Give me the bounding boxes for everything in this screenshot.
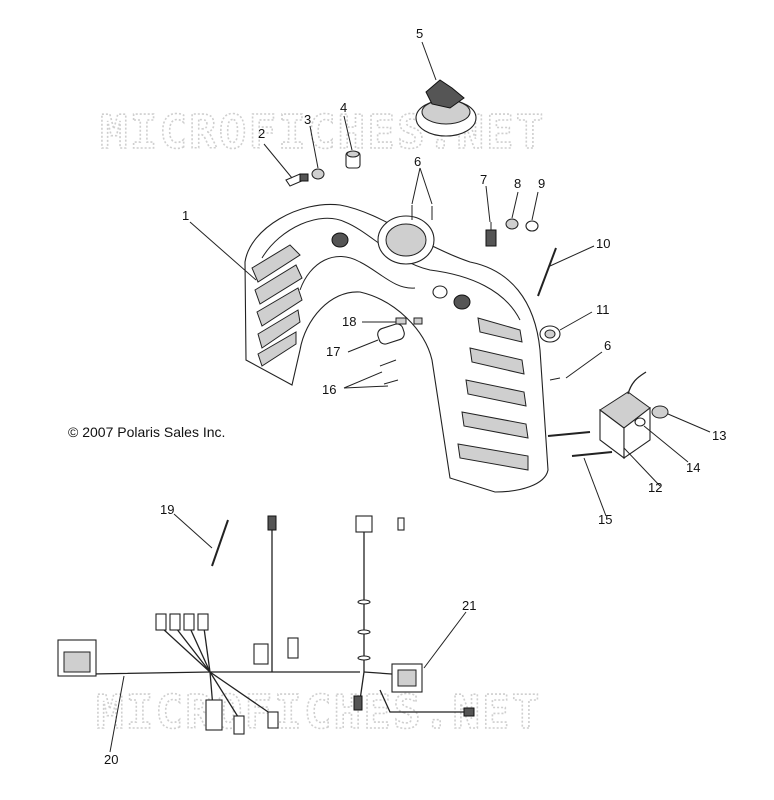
callout-2: 2 (258, 126, 265, 141)
callout-labels: 1 2 3 4 5 6 7 8 9 10 11 6 12 13 14 15 16… (104, 26, 726, 767)
callout-9: 9 (538, 176, 545, 191)
screw (383, 379, 399, 385)
cable-tie-lower (211, 519, 229, 567)
left-vent (251, 244, 303, 367)
toggle-switch (485, 222, 497, 247)
wire-harness (57, 515, 475, 735)
callout-3: 3 (304, 112, 311, 127)
callout-18: 18 (342, 314, 356, 329)
watermark-top: MICROFICHES.NET (100, 105, 545, 159)
callout-12: 12 (648, 480, 662, 495)
console-housing (244, 203, 549, 493)
bolt (547, 431, 591, 437)
screw (549, 377, 561, 381)
ignition-key (285, 173, 309, 187)
callout-6-top: 6 (414, 154, 421, 169)
callout-1: 1 (182, 208, 189, 223)
grommet (539, 325, 561, 343)
hex-nut (651, 405, 669, 419)
callout-5: 5 (416, 26, 423, 41)
leader-lines (109, 41, 711, 753)
key-switch (345, 150, 361, 169)
callout-6-right: 6 (604, 338, 611, 353)
callout-21: 21 (462, 598, 476, 613)
callout-14: 14 (686, 460, 700, 475)
clip (395, 317, 407, 325)
callout-8: 8 (514, 176, 521, 191)
watermark-bottom: MICROFICHES.NET (96, 685, 541, 739)
key-switch-nut (311, 168, 325, 180)
copyright-notice: © 2007 Polaris Sales Inc. (68, 424, 225, 440)
connector-block (391, 663, 423, 693)
callout-17: 17 (326, 344, 340, 359)
callout-10: 10 (596, 236, 610, 251)
callout-19: 19 (160, 502, 174, 517)
callout-11: 11 (596, 302, 610, 317)
switch-nut (505, 218, 519, 230)
connector-plug (377, 323, 405, 345)
callout-16: 16 (322, 382, 336, 397)
callout-7: 7 (480, 172, 487, 187)
callout-15: 15 (598, 512, 612, 527)
relay-module (599, 371, 651, 460)
callout-20: 20 (104, 752, 118, 767)
right-vent (457, 317, 529, 471)
bolt (571, 451, 613, 457)
callout-4: 4 (340, 100, 347, 115)
gauge (415, 79, 477, 137)
switch-ring (525, 220, 539, 232)
callout-13: 13 (712, 428, 726, 443)
screw (379, 359, 397, 367)
cable-tie (537, 247, 557, 297)
washer (634, 417, 646, 427)
